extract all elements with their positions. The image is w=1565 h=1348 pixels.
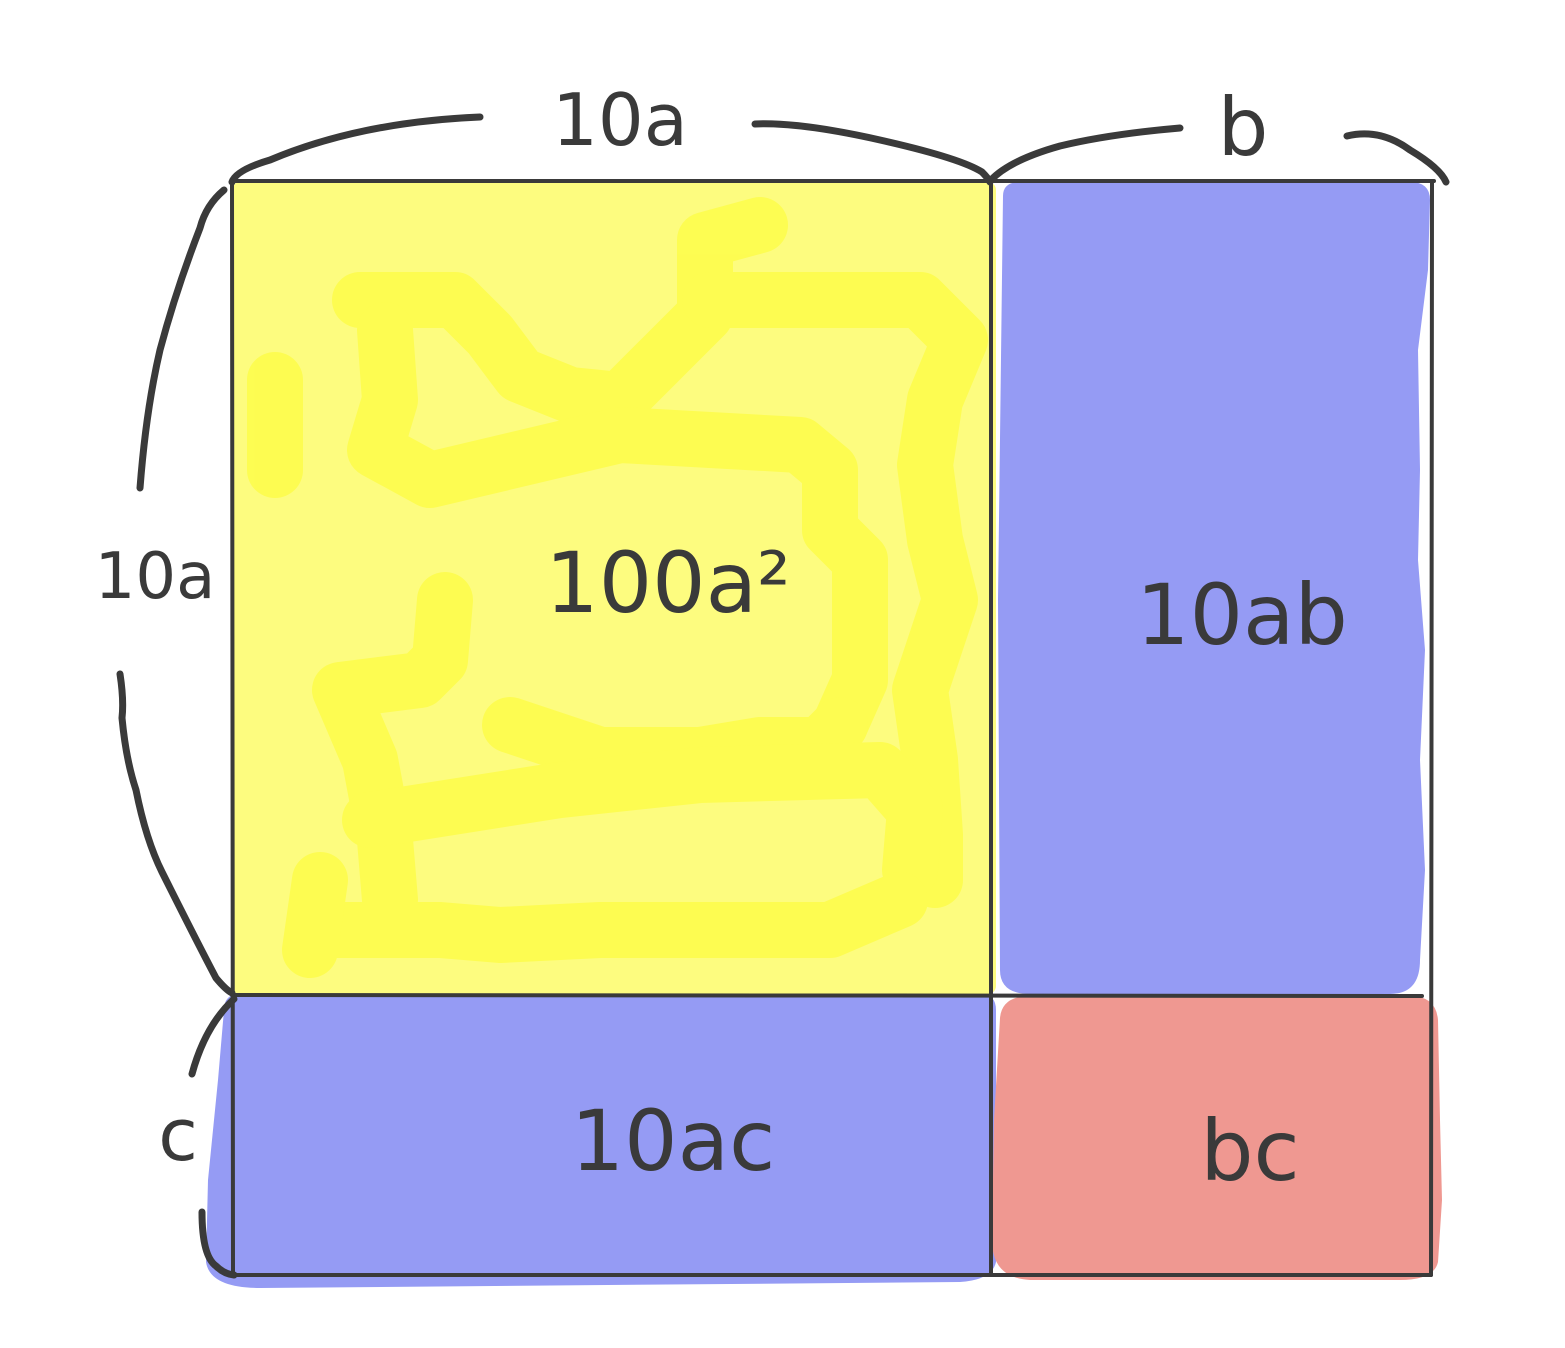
brace-side-c — [188, 995, 238, 1279]
region-bottom-left-fill — [206, 994, 996, 1288]
brace-side-10a — [116, 186, 236, 997]
label-side-c: c — [158, 1093, 198, 1177]
region-label-10ab: 10ab — [1136, 566, 1348, 664]
outline-left-edge — [230, 179, 235, 1277]
outline-right-edge — [1429, 179, 1434, 1277]
region-label-10ac: 10ac — [571, 1092, 776, 1190]
labels: 10a b 10a c 100a² 10ab 10ac bc — [95, 78, 1348, 1200]
label-top-10a: 10a — [552, 78, 688, 162]
region-top-right-fill — [998, 182, 1430, 994]
dimension-braces — [116, 113, 1450, 1279]
brace-top-b — [987, 124, 1450, 186]
yellow-scribble — [247, 197, 988, 978]
region-label-100a2: 100a² — [545, 534, 790, 632]
outline-horizontal-divider — [230, 993, 1424, 998]
region-fills — [206, 182, 1442, 1288]
grid-outline — [230, 179, 1436, 1277]
label-side-10a: 10a — [95, 540, 216, 614]
region-bottom-right-fill — [992, 996, 1442, 1280]
label-top-b: b — [1218, 81, 1269, 174]
brace-top-10a — [228, 113, 994, 186]
region-label-bc: bc — [1200, 1102, 1300, 1200]
